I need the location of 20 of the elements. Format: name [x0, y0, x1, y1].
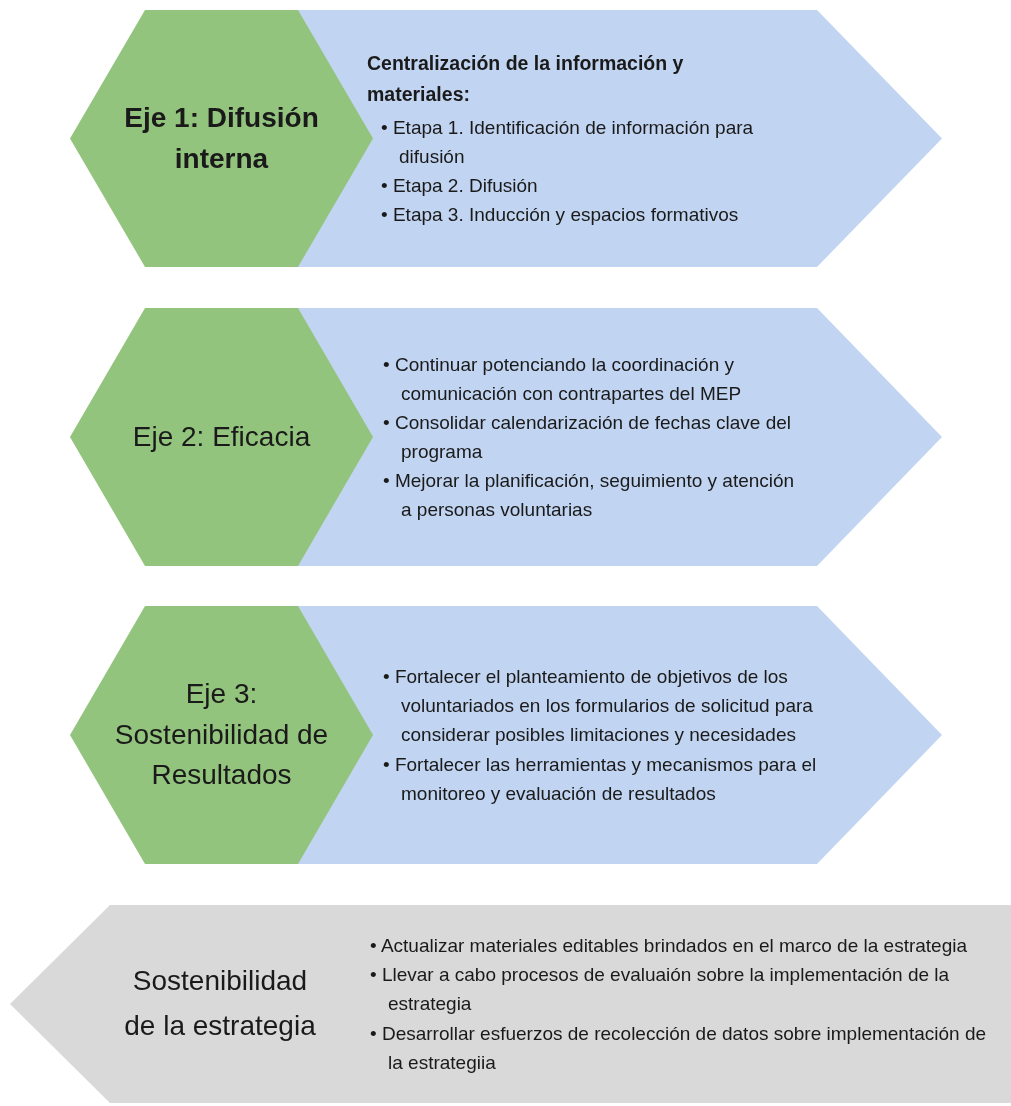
- bullet-item: • Llevar a cabo procesos de evaluaión sobre la implementación de la estrategia: [370, 963, 951, 1017]
- bullet-item: • Fortalecer las herramientas y mecanismos para el monitoreo y evaluación de resultados: [383, 752, 818, 806]
- bullet-item: • Mejorar la planificación, seguimiento y atención a personas voluntarias: [383, 469, 796, 523]
- bullet-item: • Etapa 1. Identificación de información para difusión: [381, 115, 755, 169]
- bullet-item: • Etapa 3. Inducción y espacios formativos: [381, 202, 740, 227]
- section-title: Sostenibilidad de la estrategia: [123, 964, 317, 1043]
- section-heading: Centralización de la información y materiales:: [367, 51, 685, 108]
- bullet-item: • Etapa 2. Difusión: [381, 173, 539, 198]
- bullet-item: • Consolidar calendarización de fechas clave del programa: [383, 410, 792, 464]
- axis-title: Eje 1: Difusión interna: [123, 100, 320, 176]
- bullet-item: • Fortalecer el planteamiento de objetivos de los voluntariados en los formularios de solicitud para considerar posibles limitaciones y necesidades: [383, 665, 814, 748]
- bullet-item: • Desarrollar esfuerzos de recolección de datos sobre implementación de la estrategiia: [370, 1021, 988, 1075]
- bullet-item: • Actualizar materiales editables brindados en el marco de la estrategia: [370, 934, 969, 959]
- axis-title: Eje 2: Eficacia: [131, 419, 312, 454]
- bullet-item: • Continuar potenciando la coordinación y comunicación con contrapartes del MEP: [383, 352, 743, 406]
- hexagon: [70, 308, 373, 566]
- hexagon: [70, 606, 373, 864]
- left-pointing-arrow: [10, 905, 1011, 1103]
- chevron-arrow: [295, 606, 942, 864]
- axis-title: Eje 3: Sostenibilidad de Resultados: [113, 677, 330, 793]
